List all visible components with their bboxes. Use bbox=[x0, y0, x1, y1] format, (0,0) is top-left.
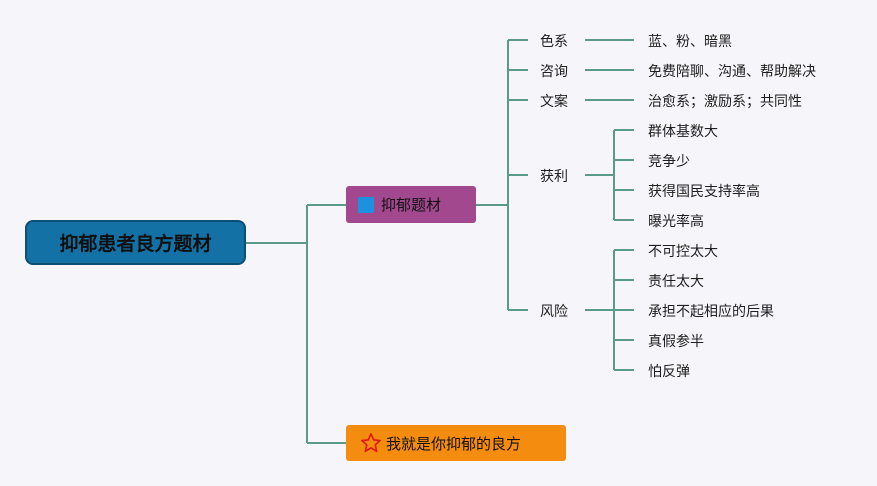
leaf-profit-1[interactable]: 竞争少 bbox=[648, 154, 690, 170]
main-topic[interactable]: 抑郁题材 bbox=[346, 186, 476, 223]
root-topic-label: 抑郁患者良方题材 bbox=[59, 233, 212, 255]
branch-colors[interactable]: 色系 bbox=[540, 34, 568, 50]
leaf-copy-0[interactable]: 治愈系；激励系；共同性 bbox=[648, 94, 802, 110]
root-topic[interactable]: 抑郁患者良方题材 bbox=[25, 220, 246, 265]
branch-profit[interactable]: 获利 bbox=[540, 169, 568, 185]
leaf-risk-2[interactable]: 承担不起相应的后果 bbox=[648, 304, 774, 320]
leaf-risk-4[interactable]: 怕反弹 bbox=[648, 364, 690, 380]
leaf-risk-1[interactable]: 责任太大 bbox=[648, 274, 704, 290]
leaf-profit-3[interactable]: 曝光率高 bbox=[648, 214, 704, 230]
star-icon bbox=[361, 433, 381, 453]
leaf-risk-3[interactable]: 真假参半 bbox=[648, 334, 704, 350]
leaf-risk-0[interactable]: 不可控太大 bbox=[648, 244, 718, 260]
connector-profit bbox=[585, 129, 634, 221]
main-topic-label: 抑郁题材 bbox=[381, 196, 442, 214]
connector-risk bbox=[585, 249, 634, 371]
connector-main bbox=[476, 39, 528, 311]
leaf-colors-0[interactable]: 蓝、粉、暗黑 bbox=[648, 34, 732, 50]
branch-copy[interactable]: 文案 bbox=[540, 94, 568, 110]
leaf-profit-0[interactable]: 群体基数大 bbox=[648, 124, 718, 140]
flag-icon bbox=[358, 196, 374, 213]
leaf-profit-2[interactable]: 获得国民支持率高 bbox=[648, 184, 760, 200]
branch-consult[interactable]: 咨询 bbox=[540, 64, 568, 80]
branch-risk[interactable]: 风险 bbox=[540, 304, 568, 320]
connector-root bbox=[246, 204, 346, 444]
secondary-topic[interactable]: 我就是你抑郁的良方 bbox=[346, 425, 566, 461]
secondary-topic-label: 我就是你抑郁的良方 bbox=[386, 434, 522, 453]
leaf-consult-0[interactable]: 免费陪聊、沟通、帮助解决 bbox=[648, 64, 816, 80]
